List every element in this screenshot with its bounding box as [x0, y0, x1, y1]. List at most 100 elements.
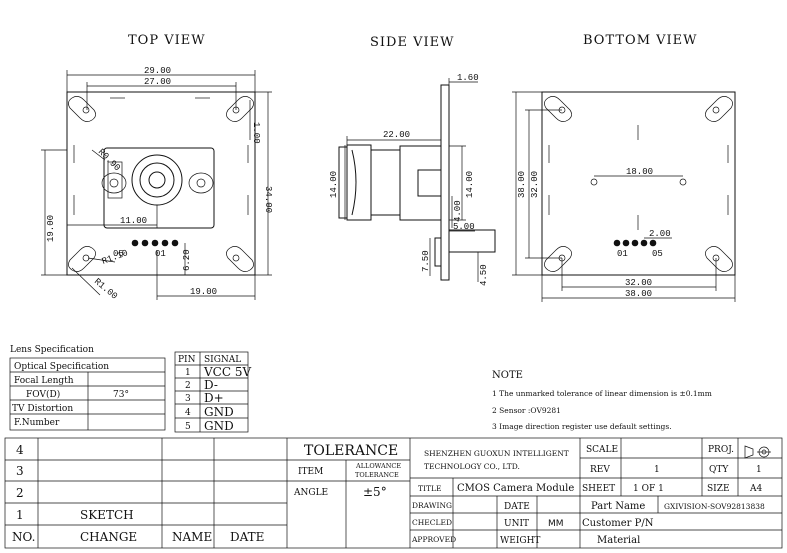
company-name-2: TECHNOLOGY CO., LTD.	[424, 462, 520, 471]
side-view-title: SIDE VIEW	[370, 35, 454, 50]
footer-change: CHANGE	[80, 530, 137, 544]
pin-row-5: 5	[185, 422, 191, 432]
drawing-label: DRAWING	[412, 501, 452, 510]
pin-signal-2: D-	[204, 378, 218, 392]
pin-signal-4: GND	[204, 405, 234, 419]
top-connector	[131, 239, 179, 247]
bottom-view-title: BOTTOM VIEW	[583, 33, 698, 48]
weight-label: WEIGHT	[500, 536, 540, 546]
proj-label: PROJ.	[708, 445, 734, 455]
dim-top-29: 29.00	[144, 66, 171, 76]
rev-no-2: 2	[16, 486, 24, 500]
lens-row-optical: Optical Specification	[14, 362, 109, 372]
lens-row-distortion: TV Distortion	[12, 404, 73, 414]
lens-spec-heading: Lens Specification	[10, 345, 94, 355]
bottom-pin01-label: 01	[617, 249, 628, 259]
size-value: A4	[749, 484, 762, 494]
dim-bottom-2: 2.00	[649, 229, 671, 239]
top-mount-holes	[68, 96, 254, 272]
dim-bottom-18: 18.00	[626, 167, 653, 177]
unit-label: UNIT	[504, 519, 529, 529]
sheet-label: SHEET	[582, 484, 615, 494]
dim-side-4: 4.00	[453, 200, 463, 222]
pin-header-pin: PIN	[178, 355, 196, 365]
dim-bottom-32-vertical: 32.00	[530, 171, 540, 198]
footer-no: NO.	[12, 530, 35, 544]
pin-signal-3: D+	[204, 391, 224, 405]
part-name-value: GXIVISION-SOV92813838	[664, 502, 765, 511]
date-label: DATE	[504, 502, 530, 512]
tolerance-allowance-2: TOLERANCE	[355, 471, 399, 479]
rev-no-1: 1	[16, 508, 24, 522]
top-dimension-lines	[41, 70, 272, 300]
rev-change-1: SKETCH	[80, 508, 134, 522]
top-board-outline	[66, 91, 256, 276]
dim-top-1: 1.00	[251, 122, 261, 144]
dim-top-27: 27.00	[144, 77, 171, 87]
tolerance-header: TOLERANCE	[304, 443, 398, 459]
tolerance-item: ITEM	[298, 467, 323, 477]
pin-signal-5: GND	[204, 419, 234, 433]
dim-side-14-left: 14.00	[329, 171, 339, 198]
side-lens-body	[338, 144, 496, 267]
lens-row-fov: FOV(D)	[26, 389, 60, 400]
part-name-label: Part Name	[591, 501, 645, 512]
pin-row-4: 4	[185, 408, 191, 418]
unit-value: MM	[548, 519, 564, 529]
bottom-connector	[613, 239, 657, 247]
size-label: SIZE	[707, 484, 730, 494]
checked-label: CHECLED	[412, 518, 452, 527]
pin-table: PIN SIGNAL 1 VCC 5V 2 D- 3 D+ 4 GND 5 GN…	[174, 351, 251, 433]
top-view-title: TOP VIEW	[128, 33, 206, 48]
tolerance-angle-value: ±5°	[363, 485, 387, 499]
footer-name: NAME	[172, 530, 212, 544]
dim-side-450: 4.50	[479, 264, 489, 286]
scale-label: SCALE	[586, 445, 618, 455]
lens-spec: Lens Specification Optical Specification…	[9, 345, 166, 431]
side-dimension-lines	[344, 78, 479, 282]
dim-top-19-vertical: 19.00	[46, 215, 56, 242]
top-side-slots	[73, 97, 249, 215]
note-item-2: 2 Sensor :OV9281	[492, 406, 561, 415]
lens-row-fnumber: F.Number	[14, 418, 60, 428]
top-view: 05 01 29.00 27.00 34.00 1.00 R0.90 11.00…	[41, 66, 273, 302]
company-name-1: SHENZHEN GUOXUN INTELLIGENT	[424, 449, 569, 458]
dim-bottom-38-vertical: 38.00	[517, 171, 527, 198]
dim-bottom-32-horizontal: 32.00	[625, 278, 652, 288]
notes: NOTE 1 The unmarked tolerance of linear …	[492, 370, 712, 431]
title-label: TITLE	[418, 484, 441, 493]
pin-row-2: 2	[185, 381, 191, 391]
material-label: Material	[597, 535, 640, 546]
note-item-3: 3 Image direction register use default s…	[492, 422, 672, 431]
bottom-board-outline	[541, 91, 736, 276]
side-view: 1.60 22.00 14.00 14.00 4.00 5.00 7.50 4.…	[329, 73, 496, 286]
sheet-value: 1 OF 1	[633, 484, 664, 494]
rev-no-3: 3	[16, 464, 24, 478]
customer-label: Customer P/N	[582, 518, 654, 529]
pin-signal-1: VCC 5V	[203, 365, 251, 379]
dim-top-620: 6.20	[182, 249, 192, 271]
note-heading: NOTE	[492, 370, 523, 381]
dim-top-19-horizontal: 19.00	[190, 287, 217, 297]
top-pin05-label: 05	[113, 249, 124, 259]
rev-no-4: 4	[16, 443, 24, 457]
rev-value: 1	[654, 465, 660, 475]
bottom-pin05-label: 05	[652, 249, 663, 259]
lens-row-focal: Focal Length	[14, 376, 74, 386]
dim-side-160: 1.60	[457, 73, 479, 83]
top-pin01-label: 01	[155, 249, 166, 259]
qty-label: QTY	[709, 465, 729, 475]
lens-row-fov-value: 73°	[113, 390, 129, 400]
rev-label: REV	[590, 465, 610, 475]
pin-row-1: 1	[185, 368, 191, 378]
pin-row-3: 3	[185, 394, 191, 404]
pin-header-signal: SIGNAL	[204, 355, 241, 365]
dim-bottom-38-horizontal: 38.00	[625, 289, 652, 299]
note-item-1: 1 The unmarked tolerance of linear dimen…	[492, 389, 712, 398]
top-lens-holder	[101, 147, 215, 229]
approved-label: APPROVED	[411, 535, 456, 544]
dim-top-r1: R1.00	[92, 277, 119, 302]
title-block: 4 3 2 1 SKETCH NO. CHANGE NAME DATE TOLE…	[4, 437, 783, 549]
title-value: CMOS Camera Module	[457, 483, 574, 494]
